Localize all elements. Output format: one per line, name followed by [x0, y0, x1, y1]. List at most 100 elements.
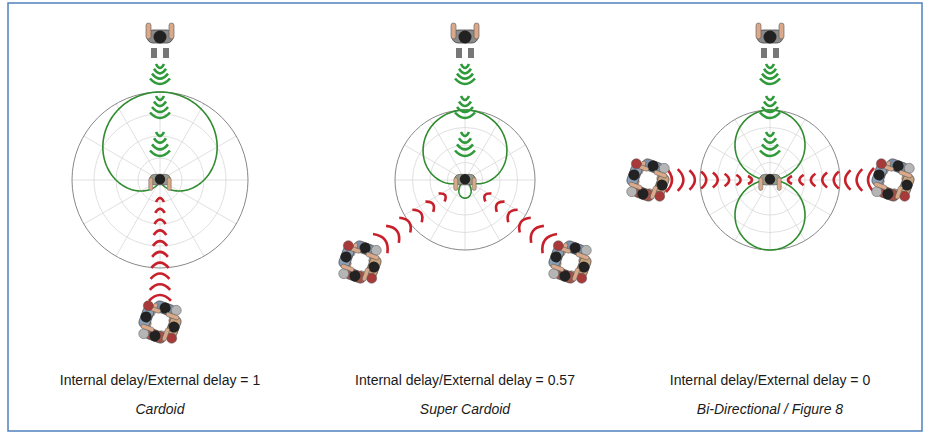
arm: [779, 23, 784, 39]
sound-waves: [455, 96, 475, 118]
arm: [756, 23, 761, 39]
arm: [653, 170, 667, 179]
head: [339, 250, 353, 264]
arm: [140, 324, 154, 333]
grid-spoke: [735, 119, 770, 180]
head: [765, 174, 775, 184]
arm: [340, 264, 354, 273]
sound-waves: [150, 132, 170, 156]
leg: [151, 48, 157, 58]
arm: [575, 252, 589, 261]
wave-arc: [154, 138, 166, 143]
wave-arc: [152, 107, 168, 112]
wave-arc: [689, 170, 694, 189]
head: [155, 174, 165, 184]
grid-spoke: [465, 110, 466, 180]
wave-arc: [155, 209, 165, 213]
wave-arc: [154, 102, 166, 107]
sound-waves: [484, 193, 557, 253]
wave-arc: [788, 176, 792, 184]
arm: [365, 252, 379, 261]
wave-arc: [156, 96, 164, 100]
wave-arc: [760, 113, 780, 119]
pattern-name: Super Cardoid: [420, 401, 510, 418]
person-icon: [146, 23, 174, 44]
wave-arc: [154, 230, 167, 235]
grid-spoke: [770, 110, 771, 180]
wave-arc: [150, 151, 170, 157]
wave-arc: [834, 171, 839, 188]
wave-arc: [766, 64, 774, 68]
sound-waves: [666, 168, 752, 192]
sound-waves: [455, 132, 475, 156]
polar-pattern: [735, 110, 805, 250]
ratio-label: Internal delay/External delay = 0: [670, 372, 870, 389]
leg: [773, 48, 779, 58]
grid-spoke: [735, 180, 770, 241]
wave-arc: [762, 74, 778, 79]
wave-arc: [152, 144, 168, 149]
grid-spoke: [770, 119, 805, 180]
sound-waves: [455, 64, 475, 84]
wave-arc: [151, 263, 168, 268]
polar-plot: [72, 92, 248, 268]
arm: [895, 185, 904, 199]
wave-arc: [461, 96, 469, 100]
head: [139, 310, 153, 324]
wave-arc: [764, 69, 776, 74]
arm: [777, 178, 781, 191]
arm: [550, 264, 564, 273]
wave-arc: [149, 295, 171, 301]
sound-waves: [150, 96, 170, 118]
leg: [456, 48, 462, 58]
wave-arc: [484, 193, 491, 201]
polar-pattern: [103, 92, 217, 191]
arm: [165, 312, 179, 321]
wave-arc: [152, 74, 168, 79]
arm: [362, 267, 371, 281]
cup: [631, 159, 641, 169]
cup: [553, 241, 563, 251]
head: [764, 31, 777, 44]
arm: [454, 178, 458, 191]
wave-arc: [748, 176, 752, 184]
grid-spoke: [430, 119, 465, 180]
wave-arc: [457, 107, 473, 112]
grid-spoke: [465, 119, 500, 180]
head: [460, 174, 470, 184]
polar-plot: [700, 110, 840, 250]
wave-arc: [150, 79, 170, 85]
wave-arc: [457, 144, 473, 149]
arm: [898, 170, 912, 179]
wave-arc: [386, 226, 399, 243]
pattern-name: Cardoid: [135, 401, 184, 418]
sound-waves: [373, 193, 446, 253]
sound-waves: [760, 132, 780, 156]
wave-arc: [766, 132, 774, 136]
head: [549, 250, 563, 264]
wave-arc: [713, 173, 718, 188]
leg: [761, 48, 767, 58]
person-icon: [759, 174, 781, 190]
ratio-label: Internal delay/External delay = 1: [60, 372, 260, 389]
wave-arc: [151, 273, 170, 278]
arm: [628, 182, 642, 191]
wave-arc: [766, 96, 774, 100]
grid-spoke: [465, 180, 466, 250]
arm: [169, 23, 174, 39]
wave-arc: [764, 138, 776, 143]
leg: [468, 48, 474, 58]
wave-arc: [153, 241, 167, 246]
wave-arc: [399, 218, 411, 233]
wave-arc: [455, 151, 475, 157]
grid-spoke: [770, 180, 771, 250]
leg: [163, 48, 169, 58]
wave-arc: [725, 174, 730, 187]
wave-arc: [678, 169, 684, 191]
wave-arc: [156, 198, 164, 202]
wave-arc: [822, 173, 827, 188]
wave-arc: [701, 171, 706, 188]
wave-arc: [857, 169, 863, 191]
arm: [149, 178, 153, 191]
